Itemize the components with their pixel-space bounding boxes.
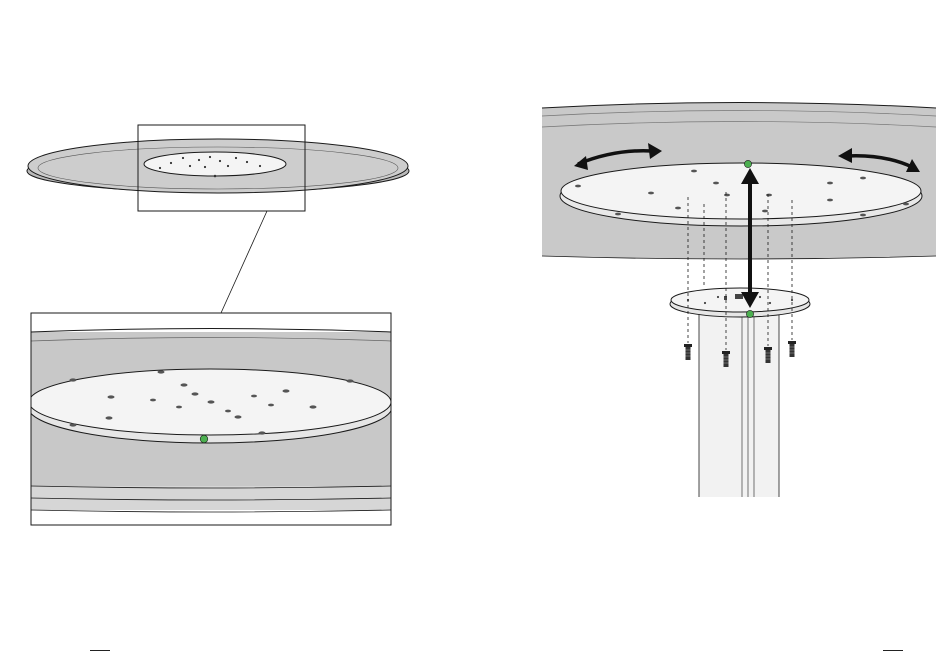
screw-icon [788,341,796,357]
right-page-mark [883,650,903,651]
screw-icon [684,344,692,360]
alignment-dot-bottom [746,310,753,317]
zoom-detail [28,313,392,525]
table-top-overview [27,125,409,313]
column-plate [671,288,809,312]
alignment-dot-top [744,160,751,167]
mounting-plate-small [144,152,286,176]
left-page-mark [90,650,110,651]
alignment-dot-detail [200,435,208,443]
column [699,313,779,497]
underside-assembly [542,103,936,498]
underside-plate [561,163,921,219]
zoom-leader-line [221,211,267,313]
